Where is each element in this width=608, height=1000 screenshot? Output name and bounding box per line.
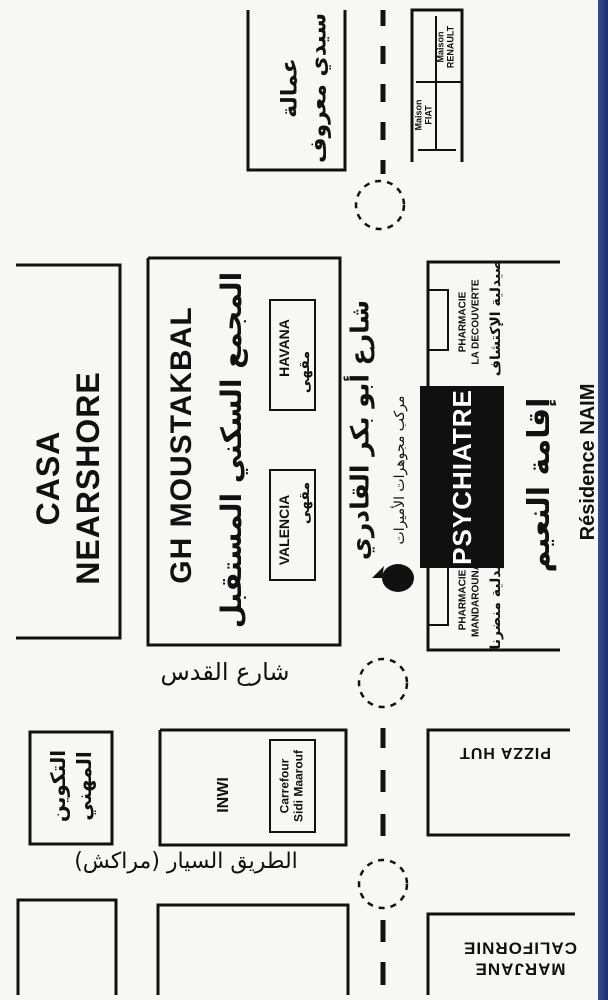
street-highway: الطريق السيار (مراكش) [74,849,298,874]
roundabout-top [354,179,406,231]
block-inwi [158,728,348,847]
block-bottom-left-2 [156,903,350,995]
residence-ar-label: إقامة النعيم [522,397,557,573]
carrefour-box [269,739,316,833]
block-pizza-hut [426,728,570,837]
psychiatre-label: PSYCHIATRE [447,389,477,565]
roundabout-bottom [357,858,409,910]
location-pin [372,564,414,592]
valencia-label: VALENCIA [276,494,292,566]
block-casa-nearshore [16,263,122,640]
block-gh-moustakbal [146,256,342,647]
valencia-box [269,469,316,581]
gh-moustakbal-ar-label: المجمع السكني المستقبل [215,271,248,629]
inwi-label: INWI [215,777,232,813]
pharmacie-mandarouna-ar-label: صيدلية منضرنا [488,550,504,650]
street-abou-bakr: شارع أبو بكر القادري [345,299,375,561]
valencia-cafe-label: مقهى [297,481,313,525]
gh-moustakbal-label: GH MOUSTAKBAL [165,306,198,584]
pharmacie-decouverte-box [427,289,449,351]
jewelry-center-label: مركب مجوهرات الأميرات [392,395,408,545]
havana-label: HAVANA [276,319,292,377]
pizza-hut-label: PIZZA HUT [459,744,551,761]
residence-label: Résidence NAIM [577,383,599,541]
havana-box [269,299,316,411]
havana-cafe-label: مقهى [297,350,313,394]
block-prefecture [246,10,347,172]
pharmacie-mandarouna-box [427,564,449,626]
psychiatre-box [420,386,504,568]
block-training [28,730,114,846]
pharmacie-decouverte-ar-label: صيدلية الإكتشاف [488,259,504,377]
street-al-quds: شارع القدس [160,658,290,686]
background-edge [598,0,608,1000]
block-bottom-left-1 [16,898,118,995]
roundabout-middle [357,657,409,709]
block-maison [410,8,464,162]
block-marjane [426,912,575,995]
